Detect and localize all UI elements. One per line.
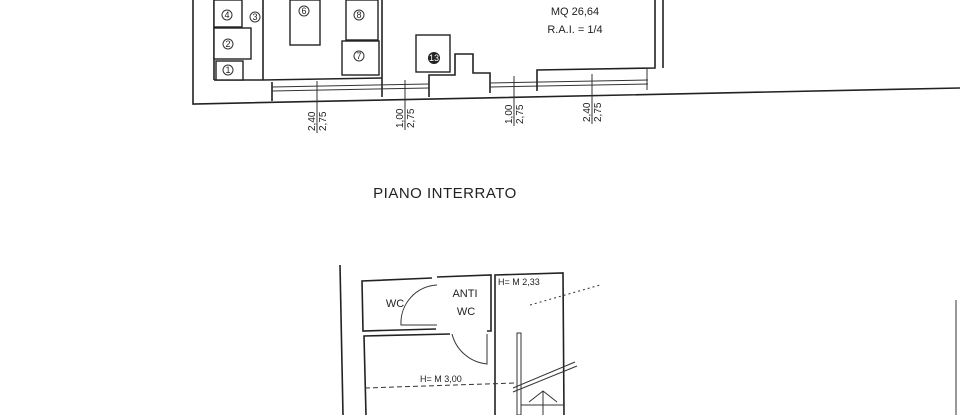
svg-text:1,00: 1,00: [504, 104, 515, 124]
lower-plan: WC ANTI WC H= M 2,33 H= M 3,00: [339, 264, 957, 415]
item-8-marker: 8: [353, 9, 365, 21]
item-3-marker: 3: [249, 11, 261, 23]
room-wall: [363, 333, 451, 415]
room-wall: [536, 0, 656, 91]
item-6-marker: 6: [298, 5, 310, 17]
svg-text:13: 13: [429, 53, 439, 63]
section-title: PIANO INTERRATO: [373, 185, 517, 202]
stair-wall: [516, 332, 522, 415]
item-labels: 1 2 3 4 6 7 8 13: [221, 5, 440, 76]
outer-wall: [192, 0, 960, 105]
item-2-marker: 2: [222, 38, 234, 50]
item-8-box: [345, 0, 379, 41]
item-4-marker: 4: [221, 9, 233, 21]
inner-wall: [262, 77, 383, 81]
svg-text:7: 7: [356, 51, 361, 61]
anti-wc-wall: [436, 274, 492, 332]
stair-cut-line: [512, 361, 576, 389]
projection-line: [529, 284, 601, 306]
height-label-small: H= M 2,33: [498, 277, 540, 287]
svg-text:6: 6: [301, 6, 306, 16]
item-1-marker: 1: [222, 64, 234, 76]
svg-text:2: 2: [225, 39, 230, 49]
svg-text:2,75: 2,75: [318, 111, 329, 131]
upper-plan: 1 2 3 4 6 7 8 13 MQ 26,64 R.A.I. = 1/4 2…: [192, 0, 960, 133]
door-swing-wc: [400, 284, 438, 326]
height-change-line: [364, 382, 516, 389]
item-13-marker: 13: [428, 52, 440, 64]
anti-wc-label: ANTI: [452, 288, 477, 300]
anti-wc-label: WC: [457, 306, 475, 318]
outer-wall: [339, 264, 344, 415]
wc-label: WC: [386, 298, 404, 310]
stair-cut-line: [512, 365, 578, 393]
svg-text:2,40: 2,40: [307, 111, 318, 131]
item-7-box: [341, 40, 380, 76]
height-label-main: H= M 3,00: [420, 374, 462, 384]
door-swing-room: [451, 333, 488, 365]
item-6-box: [289, 0, 321, 46]
wc-wall: [361, 277, 437, 332]
svg-text:2,40: 2,40: [582, 102, 593, 122]
item-4-box: [213, 0, 243, 28]
svg-text:2,75: 2,75: [515, 104, 526, 124]
svg-text:1: 1: [225, 65, 230, 75]
room-rai: R.A.I. = 1/4: [547, 24, 602, 36]
item-7-marker: 7: [353, 50, 365, 62]
svg-text:2,75: 2,75: [593, 102, 604, 122]
svg-text:2,75: 2,75: [406, 108, 417, 128]
svg-text:3: 3: [252, 12, 257, 22]
item-1-box: [215, 60, 244, 81]
step-shape: [428, 53, 491, 97]
room-area: MQ 26,64: [551, 6, 599, 18]
svg-text:4: 4: [224, 10, 229, 20]
stair-wall: [494, 272, 565, 415]
windows: [271, 79, 649, 92]
svg-text:8: 8: [356, 10, 361, 20]
svg-text:1,00: 1,00: [395, 108, 406, 128]
